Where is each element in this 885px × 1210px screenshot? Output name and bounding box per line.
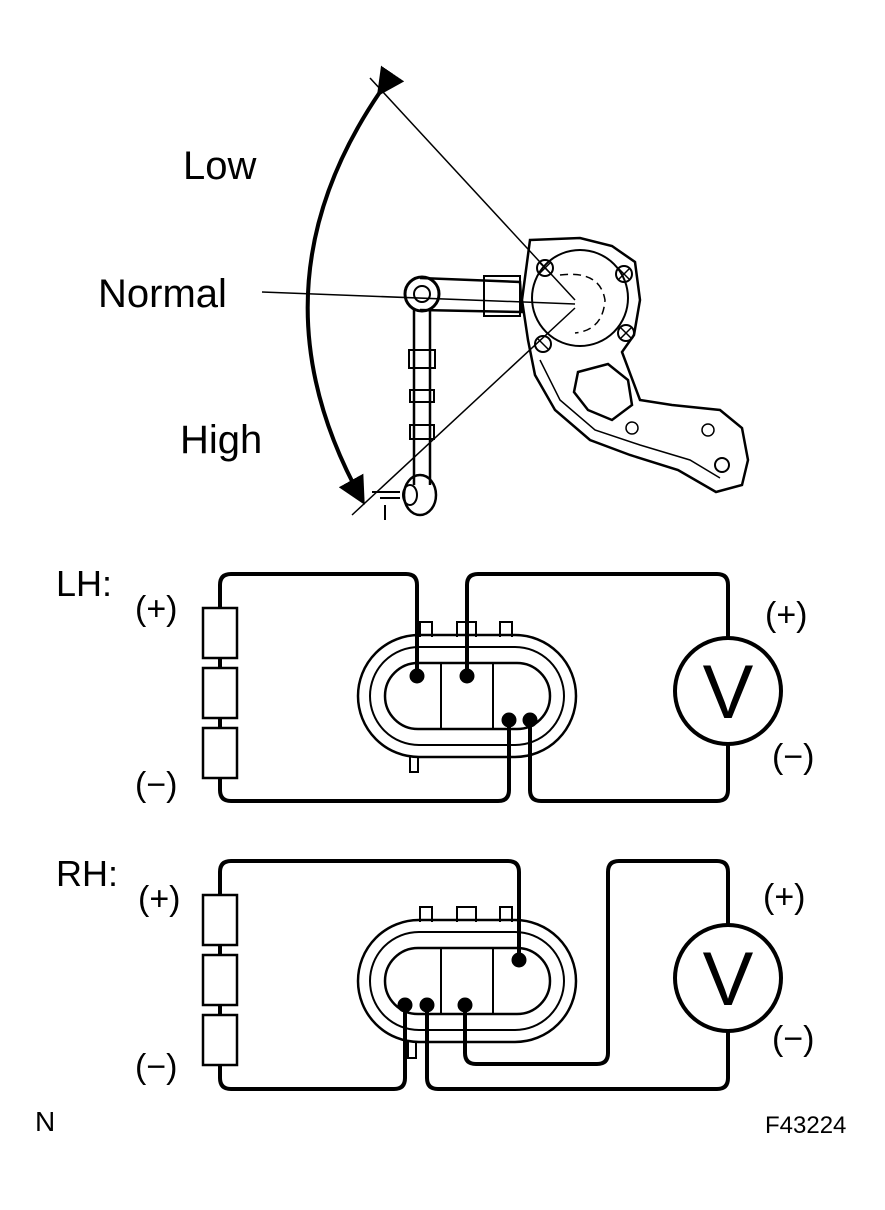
lh-voltmeter [673,636,783,746]
rh-probe-4 [457,997,473,1013]
lh-voltmeter-minus-label: (−) [772,738,815,776]
lh-wire-battery-plus [218,572,419,676]
rh-battery-plus-label: (+) [138,880,181,918]
bracket-hole-3 [625,421,639,435]
rh-voltmeter-symbol: V [703,937,754,1022]
lh-wire-voltmeter-plus [465,572,730,676]
lh-label: LH: [56,563,113,604]
lh-battery-plus-label: (+) [135,590,178,628]
sensor-illustration [261,65,750,520]
sensor-bracket [520,236,750,494]
lh-circuit [201,572,783,803]
sensor-body-circle [531,249,629,347]
rh-probe-3 [419,997,435,1013]
rod-nut-3 [409,424,435,440]
mounting-screw-right [615,265,633,283]
lh-wire-voltmeter-minus [528,720,730,803]
rh-probe-1 [511,952,527,968]
rh-battery-cell-3 [201,1013,239,1067]
mounting-screw-bottom [534,335,552,353]
rod-nut-1 [408,349,436,369]
rh-wire-voltmeter-minus [425,1005,730,1091]
rh-voltmeter-plus-label: (+) [763,878,806,916]
link-rod [412,310,432,485]
lh-probe-2 [459,668,475,684]
lh-connector-tab-1 [419,621,433,637]
rh-voltmeter-minus-label: (−) [772,1020,815,1058]
high-label: High [180,418,263,462]
figure-code: F43224 [765,1112,847,1139]
lh-battery-cell-2 [201,666,239,720]
rh-label: RH: [56,853,118,894]
mounting-screw-lower [617,324,635,342]
lh-battery-minus-label: (−) [135,766,178,804]
rh-battery-cell-1 [201,893,239,947]
high-reference-line [351,307,576,516]
bracket-connector [572,362,634,422]
rod-nut-2 [409,389,435,403]
lh-connector-tab-3 [499,621,513,637]
lower-joint [402,473,438,517]
rh-connector-tab-3 [499,906,513,922]
rh-circuit [201,859,783,1091]
lh-voltmeter-plus-label: (+) [765,596,808,634]
arm-clamp [483,275,521,317]
bracket-hole-1 [701,423,715,437]
arm-pivot-outer [403,275,441,313]
lower-joint-inner [402,484,418,506]
sensor-inner-dashed [559,273,606,334]
rh-battery-minus-label: (−) [135,1048,178,1086]
lh-battery-cell-1 [201,606,239,660]
bracket-inner-edge [539,359,721,479]
lh-wire-battery-minus [218,720,511,803]
low-label: Low [183,144,257,188]
rh-probe-2 [397,997,413,1013]
bracket-hole-2 [714,457,730,473]
arm-pivot-inner [413,285,431,303]
rh-battery-cell-2 [201,953,239,1007]
rh-wire-battery-minus [218,1005,407,1091]
lh-battery-cell-3 [201,726,239,780]
corner-mark: N [35,1106,56,1137]
lh-probe-1 [409,668,425,684]
rh-connector-latch [407,1042,417,1059]
rh-wire-voltmeter-plus [463,859,730,1066]
mounting-screw-top [536,259,554,277]
lh-probe-4 [522,712,538,728]
normal-label: Normal [98,272,227,316]
rh-connector-tab-2 [456,906,477,922]
lh-voltmeter-symbol: V [703,650,754,735]
lh-probe-3 [501,712,517,728]
rh-connector-tab-1 [419,906,433,922]
lower-bolt [372,491,400,520]
rh-connector-inner [383,946,552,1016]
rh-wire-battery-plus [218,859,521,960]
rh-voltmeter [673,923,783,1033]
swing-arc [305,65,405,505]
lh-connector-latch [409,757,419,773]
